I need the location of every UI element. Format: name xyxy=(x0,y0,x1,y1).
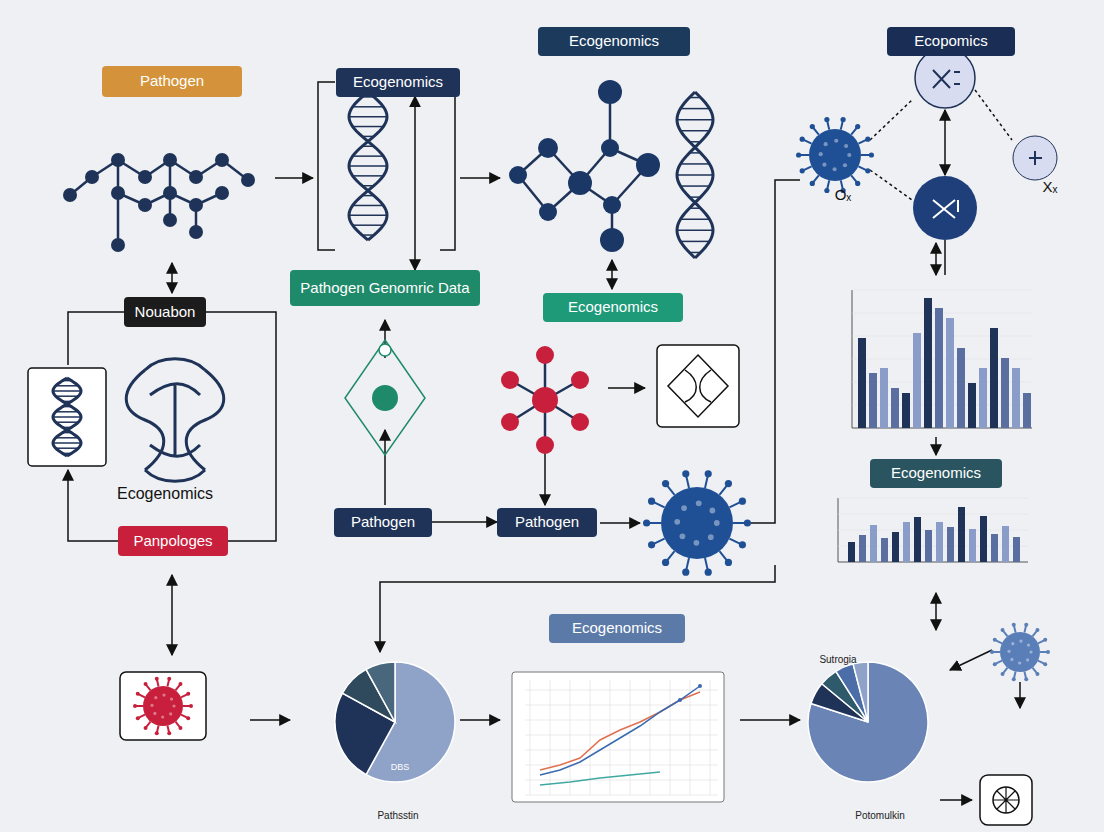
dna-icon xyxy=(349,92,387,240)
label-box: Ecopomics xyxy=(887,27,1015,56)
globe-icon xyxy=(980,775,1032,825)
box-text: Pathogen xyxy=(515,513,579,530)
square-icon xyxy=(657,345,739,427)
label-box: Pathogen Genomric Data xyxy=(290,270,479,306)
box-text: Ecogenomics xyxy=(891,464,981,481)
icon-box xyxy=(120,672,206,740)
label-box: Pathogen xyxy=(497,508,597,537)
free-label: DBS xyxy=(391,762,410,772)
molecule-icon xyxy=(63,153,255,252)
icon-box xyxy=(28,368,106,466)
arrow xyxy=(68,470,118,541)
label-box: Ecogenomics xyxy=(549,614,685,643)
free-label: Ecogenomics xyxy=(117,485,213,503)
circle-icons xyxy=(913,48,1057,240)
label-box: Panpologes xyxy=(118,526,228,556)
box-text: Ecogenomics xyxy=(568,298,658,315)
box-text: Panpologes xyxy=(133,532,212,549)
label-box: Pathogen xyxy=(102,66,242,97)
bracket xyxy=(440,82,455,250)
bar-chart xyxy=(838,498,1028,562)
green-node-icon xyxy=(345,340,425,455)
free-label: Potomulkin xyxy=(855,810,904,821)
bracket xyxy=(68,312,125,365)
dna-icon xyxy=(677,92,713,258)
free-label: Sutrogia xyxy=(819,654,856,665)
free-label: Oₓ xyxy=(835,186,852,203)
label-box: Ecogenomics xyxy=(870,459,1002,488)
box-text: Ecogenomics xyxy=(569,32,659,49)
connector xyxy=(414,97,416,271)
free-label: Pathsstin xyxy=(377,810,418,821)
label-box: Ecogenomics xyxy=(336,68,460,97)
box-text: Pathogen xyxy=(351,513,415,530)
box-text: Ecopomics xyxy=(914,32,987,49)
dna-icon xyxy=(53,378,81,456)
box-text: Pathogen Genomric Data xyxy=(300,279,469,296)
virus-icon xyxy=(133,117,1050,735)
bar-chart xyxy=(852,290,1032,428)
box-text: Ecogenomics xyxy=(353,73,443,90)
molecule-icon xyxy=(501,346,589,454)
pie-chart xyxy=(335,662,928,782)
label-box: Pathogen xyxy=(334,508,432,537)
label-box: Ecogenomics xyxy=(538,27,690,56)
box-text: Nouabon xyxy=(135,303,196,320)
connector xyxy=(432,521,497,523)
knot-icon xyxy=(126,359,224,482)
box-text: Ecogenomics xyxy=(572,619,662,636)
bracket xyxy=(318,82,335,250)
molecule-icon xyxy=(509,80,660,252)
line-chart xyxy=(512,672,724,802)
box-text: Pathogen xyxy=(140,72,204,89)
label-box: Nouabon xyxy=(124,297,206,327)
label-box: Ecogenomics xyxy=(543,293,683,322)
free-label: Xₓ xyxy=(1043,178,1058,195)
connector xyxy=(206,312,276,541)
